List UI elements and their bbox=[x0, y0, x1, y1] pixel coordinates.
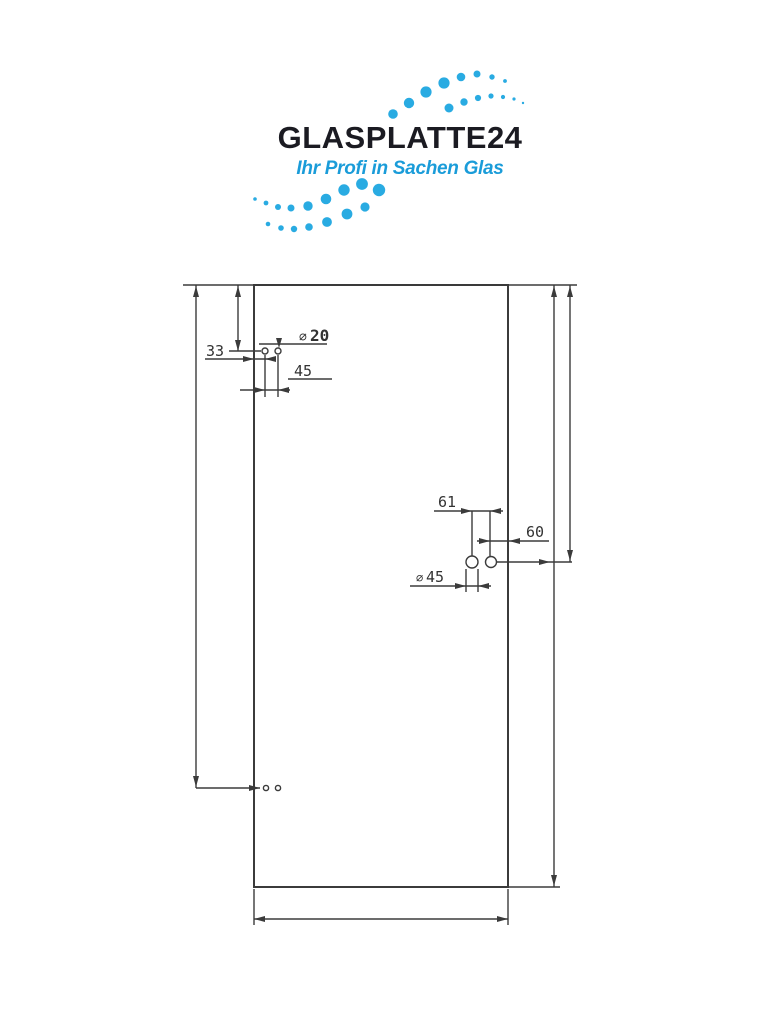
dim-label-33: 33 bbox=[206, 342, 224, 360]
drill-hole-bottom-left-1 bbox=[262, 784, 270, 792]
dim-label-61: 61 bbox=[438, 493, 456, 511]
dimension-lines bbox=[183, 284, 577, 925]
drill-hole-right-1 bbox=[465, 555, 479, 569]
logo: GLASPLATTE24 Ihr Profi in Sachen Glas bbox=[277, 120, 523, 180]
drill-hole-top-left-1 bbox=[261, 347, 269, 355]
diameter-symbol-right: ⌀ bbox=[416, 571, 423, 585]
logo-swoosh-top-icon bbox=[388, 70, 525, 119]
diameter-symbol-top: ⌀ bbox=[299, 330, 307, 345]
drill-hole-top-left-2 bbox=[274, 347, 282, 355]
dim-label-dia20: 20 bbox=[310, 326, 329, 345]
dim-label-dia45: 45 bbox=[426, 568, 444, 586]
dim-label-60: 60 bbox=[526, 523, 544, 541]
brand-tagline: Ihr Profi in Sachen Glas bbox=[296, 157, 504, 179]
brand-wordmark: GLASPLATTE24 bbox=[277, 120, 523, 155]
dimension-arrowheads bbox=[193, 286, 573, 922]
logo-swoosh-bottom-icon bbox=[253, 178, 386, 233]
dim-label-45: 45 bbox=[294, 362, 312, 380]
drill-hole-bottom-left-2 bbox=[274, 784, 282, 792]
drill-hole-right-2 bbox=[484, 555, 498, 569]
